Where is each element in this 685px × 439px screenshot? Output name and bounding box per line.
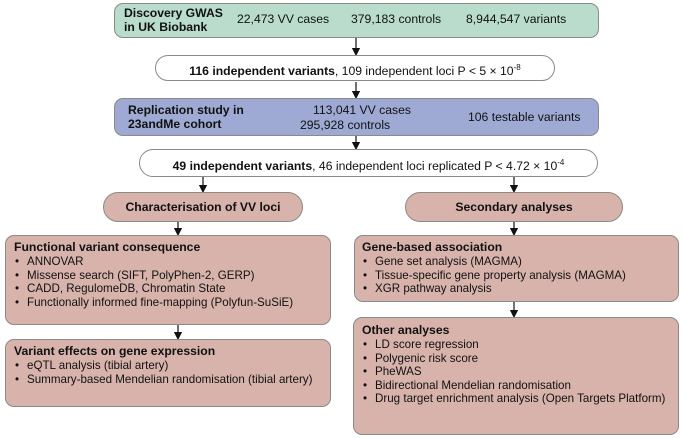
independent-variants-exponent: -8 <box>513 63 521 72</box>
independent-variants-detail: , 109 independent loci P < 5 × 10 <box>334 64 514 79</box>
discovery-gwas-box <box>114 3 599 38</box>
other-item-ld-score: LD score regression <box>362 338 674 352</box>
replication-testable: 106 testable variants <box>468 110 581 124</box>
replication-cases: 113,041 VV cases <box>313 103 412 117</box>
gene-based-association-title: Gene-based association <box>362 240 503 254</box>
discovery-title-line1: Discovery GWAS <box>124 6 223 20</box>
gene-based-item-xgr: XGR pathway analysis <box>362 282 674 296</box>
gene-expression-list: eQTL analysis (tibial artery) Summary-ba… <box>14 359 326 386</box>
functional-item-cadd: CADD, RegulomeDB, Chromatin State <box>14 282 326 296</box>
discovery-variants: 8,944,547 variants <box>466 12 567 26</box>
replicated-variants-detail: , 46 independent loci replicated P < 4.7… <box>312 159 558 174</box>
gene-based-item-gene-set: Gene set analysis (MAGMA) <box>362 255 674 269</box>
discovery-controls: 379,183 controls <box>351 12 442 26</box>
replication-title-line2: 23andMe cohort <box>128 117 222 131</box>
replication-controls: 295,928 controls <box>300 118 391 132</box>
functional-item-finemapping: Functionally informed fine-mapping (Poly… <box>14 296 326 310</box>
functional-consequence-list: ANNOVAR Missense search (SIFT, PolyPhen-… <box>14 255 326 309</box>
expression-item-smr: Summary-based Mendelian randomisation (t… <box>14 373 327 387</box>
replication-title-line1: Replication study in <box>128 103 244 117</box>
expression-item-eqtl: eQTL analysis (tibial artery) <box>14 359 326 373</box>
functional-item-missense: Missense search (SIFT, PolyPhen-2, GERP) <box>14 269 326 283</box>
independent-variants-count: 116 independent variants <box>189 64 335 79</box>
other-analyses-list: LD score regression Polygenic risk score… <box>362 338 674 406</box>
other-item-phewas: PheWAS <box>362 365 674 379</box>
replicated-variants-count: 49 independent variants <box>172 159 313 174</box>
replicated-variants-exponent: -4 <box>557 158 565 167</box>
replicated-variants-box <box>139 149 598 177</box>
discovery-title-line2: in UK Biobank <box>124 20 208 34</box>
characterisation-title: Characterisation of VV loci <box>125 200 281 214</box>
other-item-bidirectional-mr: Bidirectional Mendelian randomisation <box>362 379 674 393</box>
other-item-drug-target: Drug target enrichment analysis (Open Ta… <box>362 392 675 406</box>
other-item-prs: Polygenic risk score <box>362 352 674 366</box>
secondary-analyses-box <box>405 192 623 222</box>
other-analyses-title: Other analyses <box>362 323 450 337</box>
discovery-cases: 22,473 VV cases <box>237 12 330 26</box>
independent-variants-text: 116 independent variants, 109 independen… <box>155 61 555 78</box>
secondary-analyses-title: Secondary analyses <box>455 200 573 214</box>
functional-item-annovar: ANNOVAR <box>14 255 326 269</box>
independent-variants-box <box>155 55 555 81</box>
functional-consequence-title: Functional variant consequence <box>14 240 201 254</box>
characterisation-box <box>103 192 303 222</box>
gene-expression-title: Variant effects on gene expression <box>14 344 216 358</box>
replicated-variants-text: 49 independent variants, 46 independent … <box>139 156 598 173</box>
gene-based-item-tissue: Tissue-specific gene property analysis (… <box>362 269 674 283</box>
replication-study-box <box>114 98 599 136</box>
gene-based-association-list: Gene set analysis (MAGMA) Tissue-specifi… <box>362 255 674 296</box>
